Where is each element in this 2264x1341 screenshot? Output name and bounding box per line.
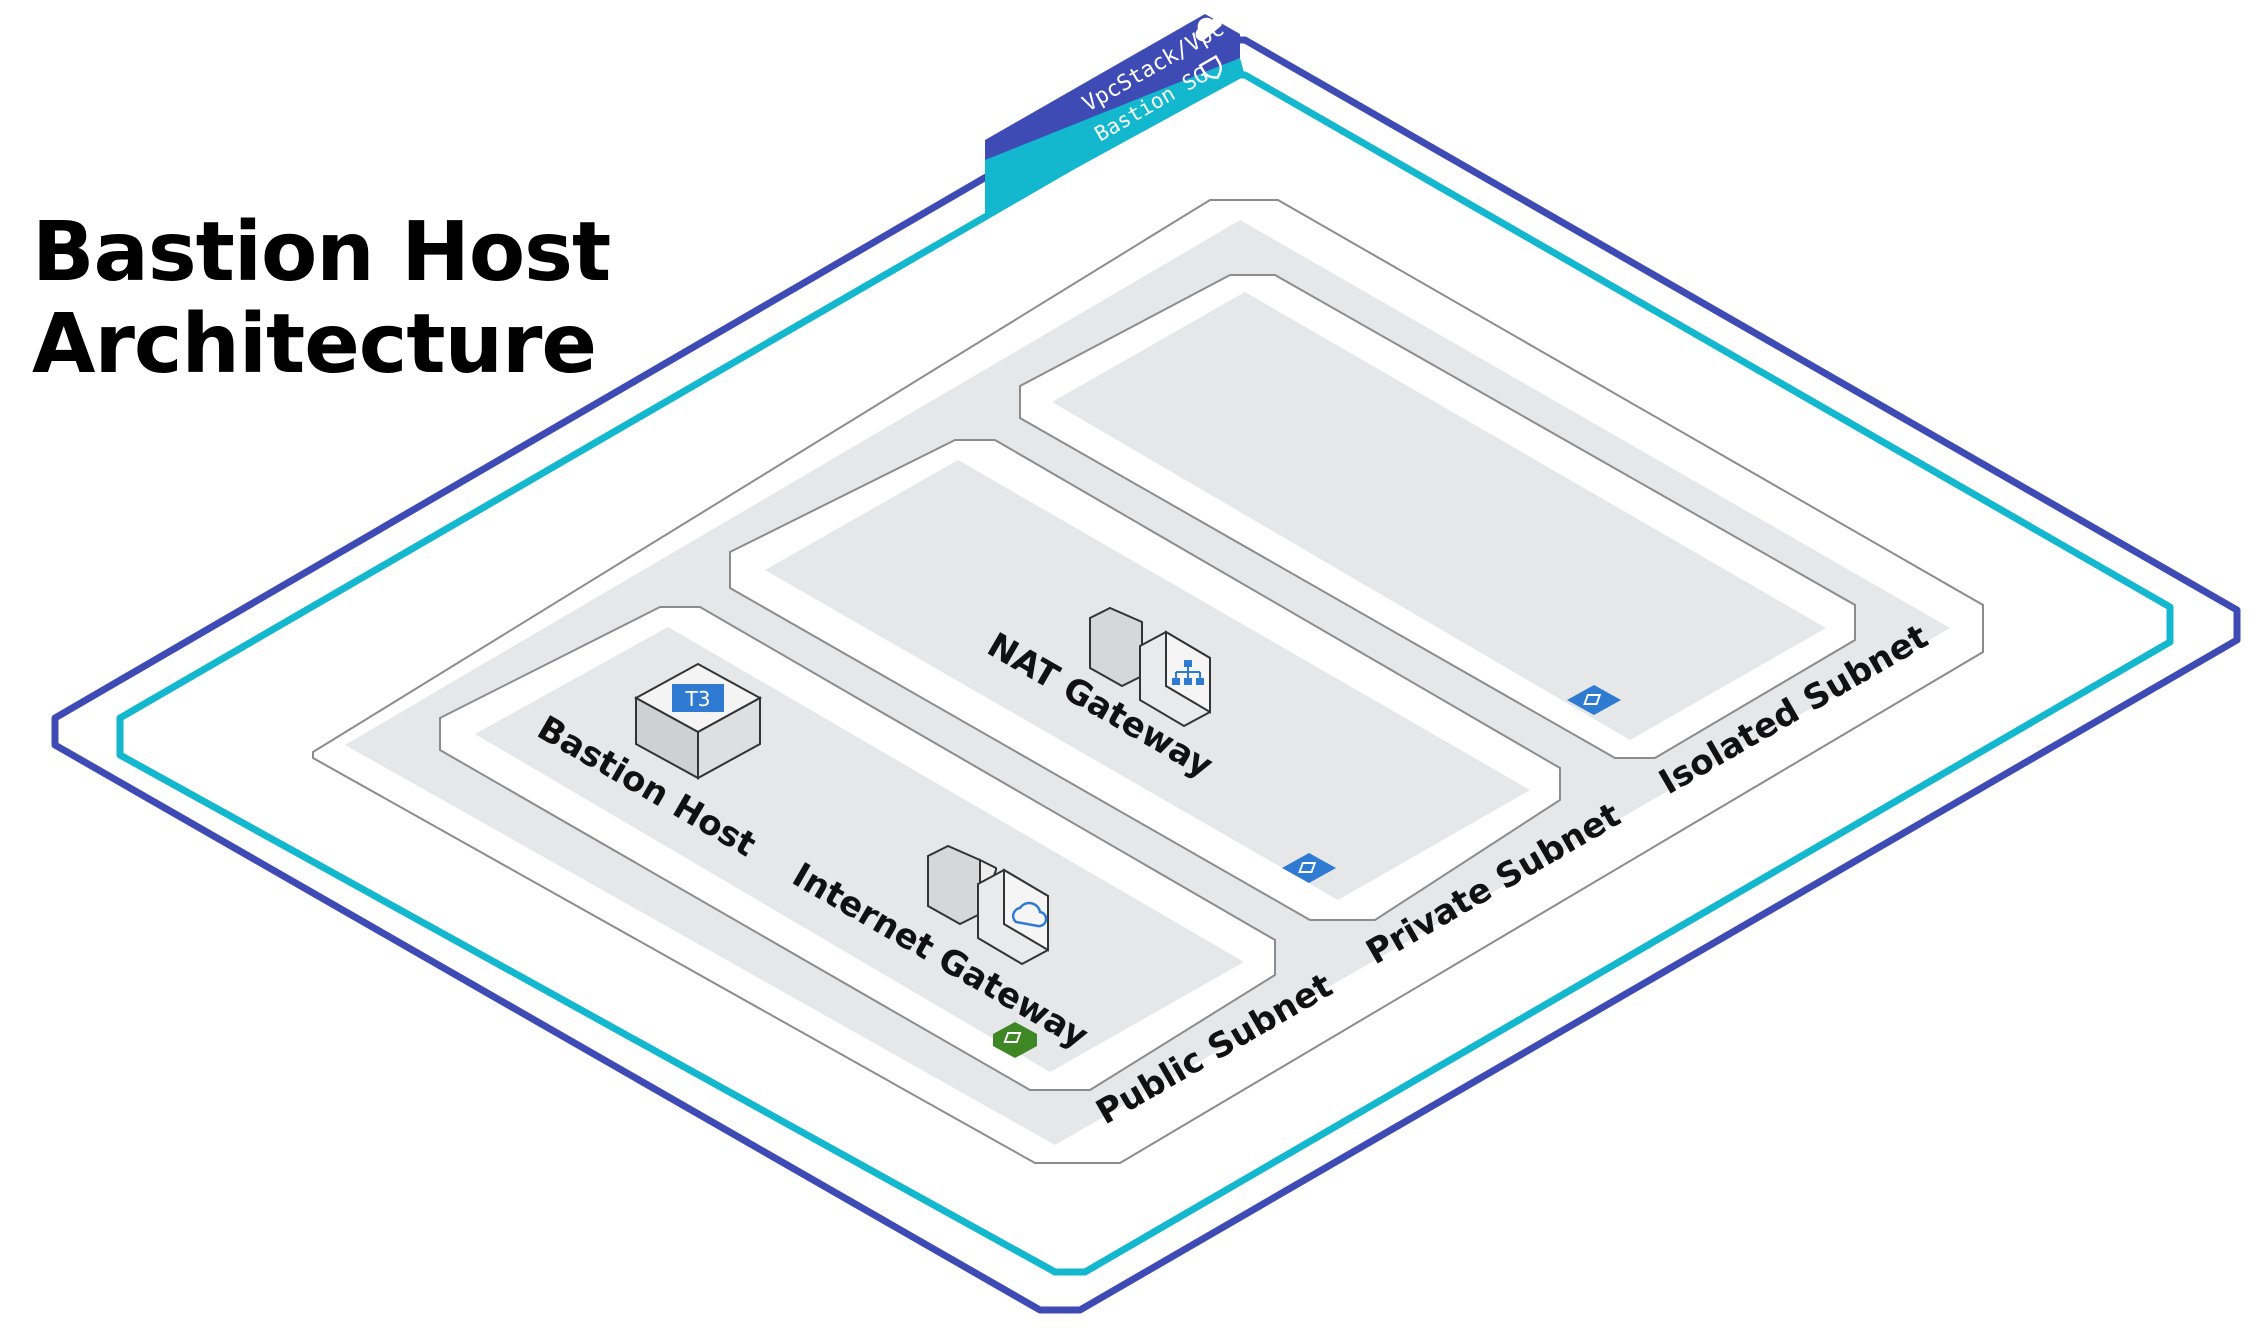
private-subnet-badge	[1282, 853, 1336, 883]
isolated-subnet-fill	[1052, 292, 1826, 740]
instance-type-text: T3	[685, 687, 711, 711]
public-subnet-badge	[993, 1022, 1037, 1058]
isolated-subnet-badge	[1567, 685, 1621, 715]
isolated-subnet[interactable]	[1019, 274, 1856, 759]
internet-gateway-icon[interactable]	[927, 844, 1049, 966]
page-title-line-2: Architecture	[32, 297, 597, 392]
nat-gateway-icon[interactable]	[1089, 606, 1211, 728]
ec2-instance-icon[interactable]: T3	[633, 662, 763, 780]
instance-type-badge: T3	[672, 684, 724, 712]
cloud-icon	[1195, 17, 1222, 42]
page-title-line-1: Bastion Host	[32, 205, 611, 300]
shield-icon	[1198, 54, 1222, 79]
sg-tab-strip	[985, 58, 1240, 220]
